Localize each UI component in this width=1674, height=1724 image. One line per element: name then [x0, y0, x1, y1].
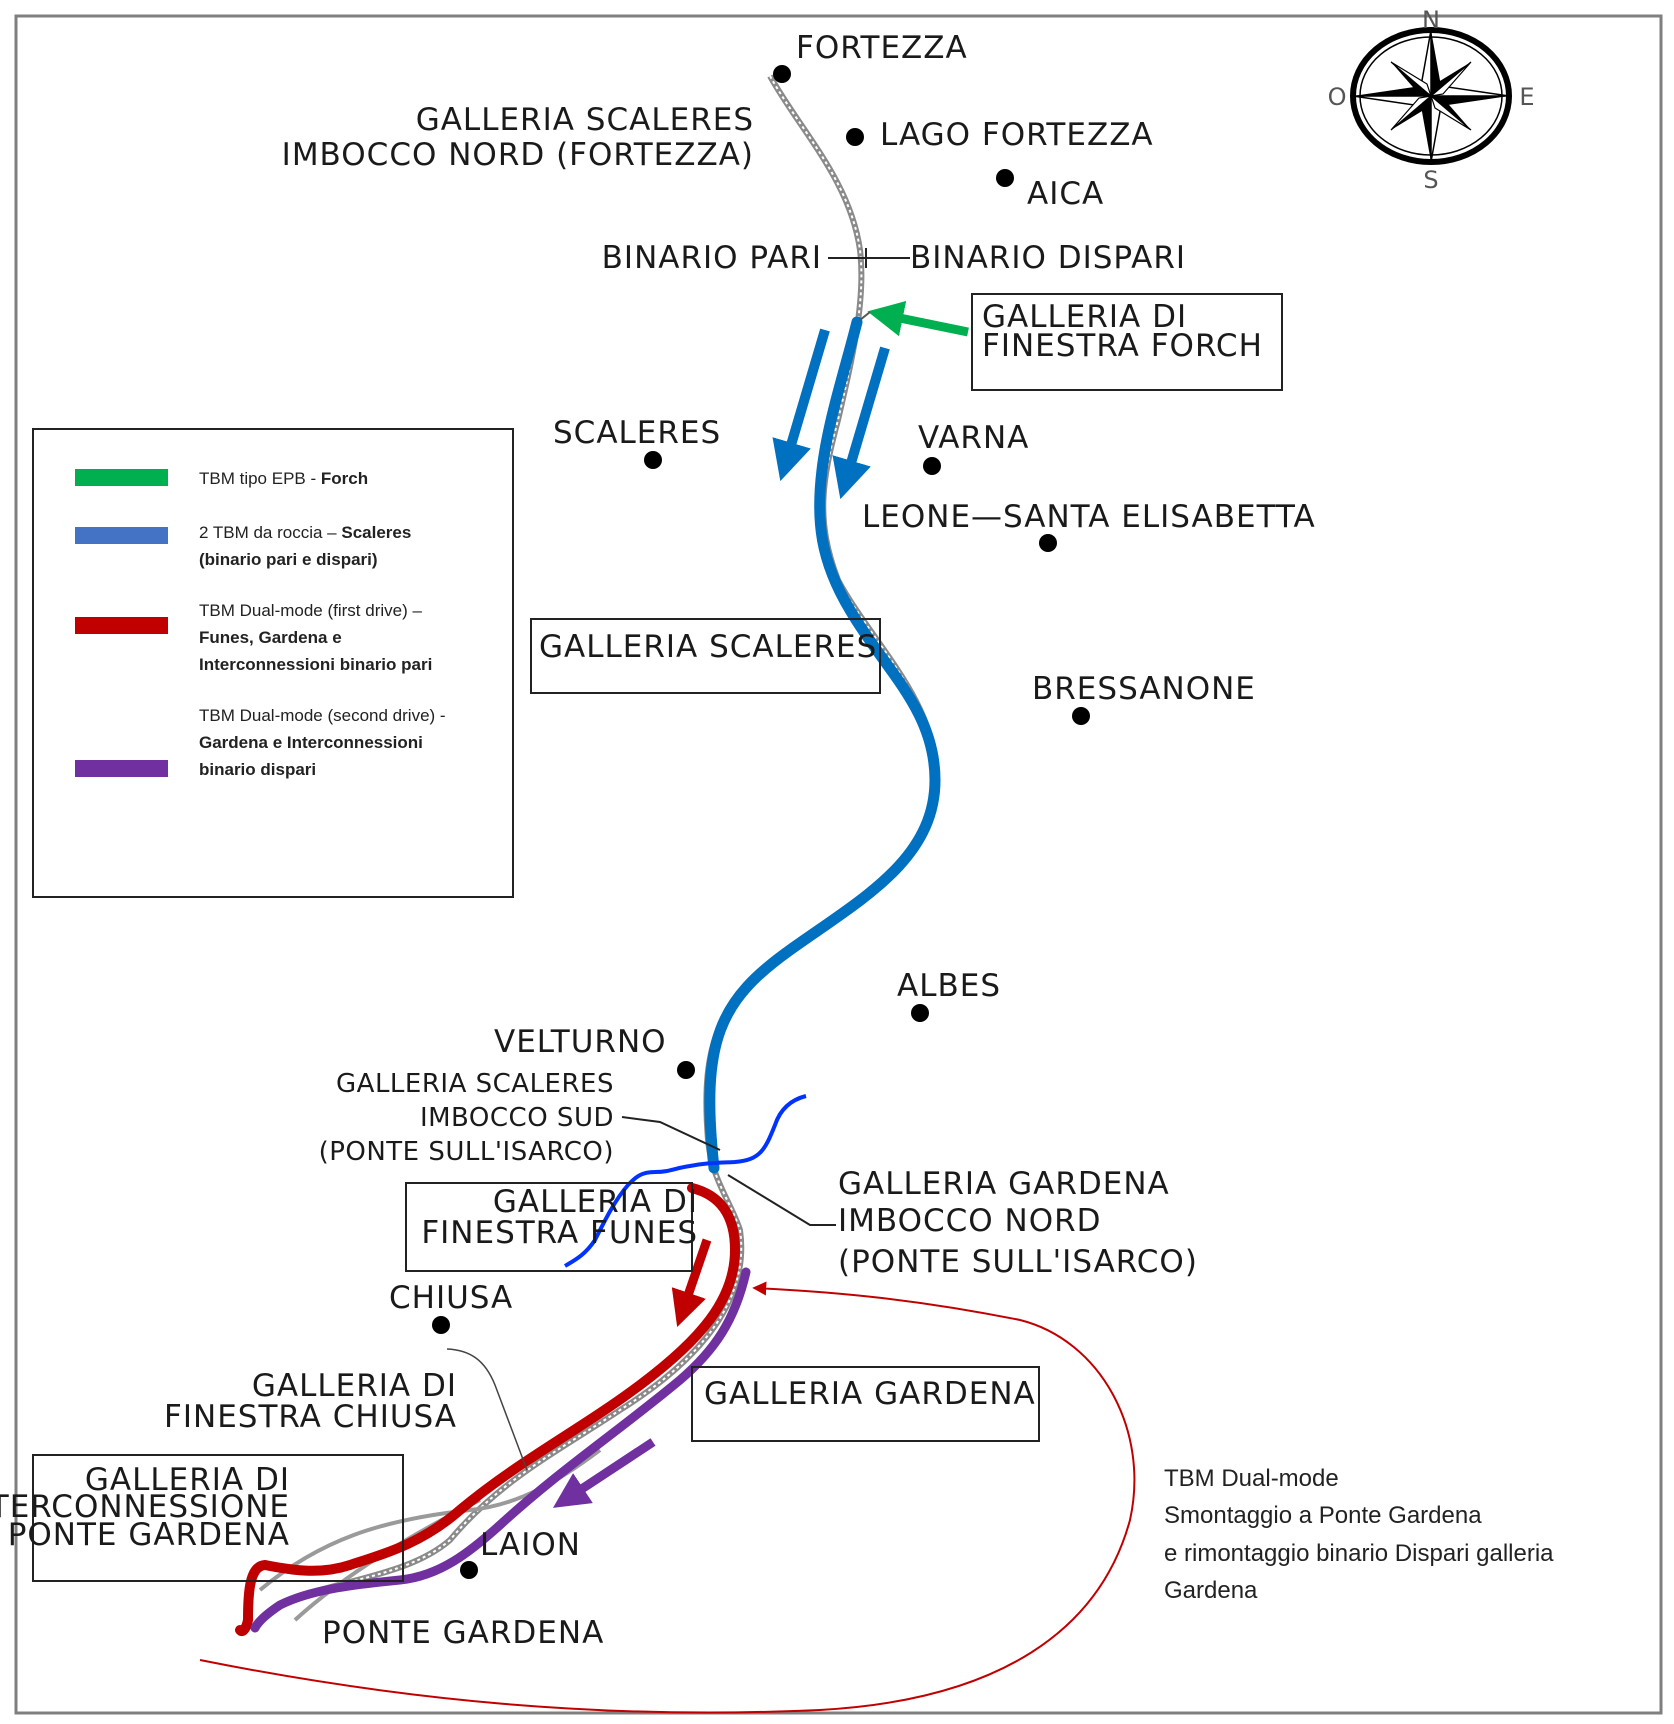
- relocation-note: TBM Dual-mode Smontaggio a Ponte Gardena…: [1164, 1465, 1554, 1604]
- tbm-forch-arrow: [867, 300, 969, 337]
- svg-text:GALLERIA DI: GALLERIA DI: [493, 1184, 698, 1220]
- legend-swatch-blue: [75, 527, 168, 544]
- label-binario-pari: BINARIO PARI: [602, 240, 822, 276]
- place-ponte-gardena: PONTE GARDENA: [322, 1615, 604, 1651]
- svg-text:INTERCONNESSIONE: INTERCONNESSIONE: [0, 1489, 290, 1525]
- tbm-scaleres-drive: [704, 316, 941, 1174]
- map-frame: [14, 14, 1663, 1715]
- svg-text:AICA: AICA: [1027, 176, 1104, 212]
- box-galleria-interconnessione: GALLERIA DI INTERCONNESSIONE DI PONTE GA…: [0, 1454, 404, 1582]
- tbm-dual-second-arrow: [552, 1438, 656, 1508]
- svg-text:Smontaggio a Ponte Gardena: Smontaggio a Ponte Gardena: [1164, 1502, 1482, 1529]
- svg-text:GALLERIA GARDENA: GALLERIA GARDENA: [704, 1376, 1036, 1412]
- svg-text:TBM Dual-mode (first drive) –: TBM Dual-mode (first drive) –: [199, 601, 422, 620]
- label-imbocco-sud: GALLERIA SCALERES IMBOCCO SUD (PONTE SUL…: [319, 1069, 614, 1167]
- place-laion: LAION: [460, 1527, 581, 1579]
- place-varna: VARNA: [918, 420, 1029, 475]
- tbm-scaleres-arrow-right: [832, 346, 890, 500]
- compass-north: N: [1422, 6, 1440, 34]
- svg-text:IMBOCCO NORD (FORTEZZA): IMBOCCO NORD (FORTEZZA): [282, 137, 754, 173]
- label-binario-dispari: BINARIO DISPARI: [910, 240, 1186, 276]
- svg-text:GALLERIA GARDENA: GALLERIA GARDENA: [838, 1166, 1170, 1202]
- svg-text:2 TBM da roccia – Scaleres: 2 TBM da roccia – Scaleres: [199, 523, 411, 542]
- svg-text:FINESTRA CHIUSA: FINESTRA CHIUSA: [164, 1399, 457, 1435]
- svg-text:GALLERIA DI: GALLERIA DI: [85, 1462, 290, 1498]
- place-aica: AICA: [996, 169, 1104, 212]
- svg-text:LEONE—SANTA ELISABETTA: LEONE—SANTA ELISABETTA: [862, 499, 1316, 535]
- svg-text:(binario pari e dispari): (binario pari e dispari): [199, 550, 378, 569]
- legend-swatch-purple: [75, 760, 168, 777]
- svg-text:e rimontaggio binario Dispari: e rimontaggio binario Dispari galleria: [1164, 1540, 1554, 1567]
- leader-gardena-nord: [727, 1174, 836, 1226]
- svg-text:GALLERIA SCALERES: GALLERIA SCALERES: [336, 1069, 614, 1099]
- svg-text:LAGO FORTEZZA: LAGO FORTEZZA: [880, 117, 1154, 153]
- label-gardena-imbocco-nord: GALLERIA GARDENA IMBOCCO NORD (PONTE SUL…: [838, 1166, 1198, 1280]
- label-imbocco-nord-fortezza: GALLERIA SCALERES IMBOCCO NORD (FORTEZZA…: [282, 102, 754, 173]
- label-finestra-chiusa: GALLERIA DI FINESTRA CHIUSA: [164, 1368, 457, 1435]
- svg-text:SCALERES: SCALERES: [553, 415, 721, 451]
- legend-item-dual-first: TBM Dual-mode (first drive) – Funes, Gar…: [75, 601, 432, 674]
- svg-text:GALLERIA DI: GALLERIA DI: [982, 299, 1187, 335]
- svg-text:PONTE GARDENA: PONTE GARDENA: [322, 1615, 604, 1651]
- legend: TBM tipo EPB - Forch 2 TBM da roccia – S…: [32, 428, 514, 898]
- place-lago-fortezza: LAGO FORTEZZA: [846, 117, 1154, 153]
- leader-finestra-chiusa: [446, 1348, 528, 1471]
- legend-swatch-green: [75, 469, 168, 486]
- svg-text:FINESTRA FORCH: FINESTRA FORCH: [982, 328, 1263, 364]
- place-bressanone: BRESSANONE: [1032, 671, 1256, 725]
- svg-text:(PONTE SULL'ISARCO): (PONTE SULL'ISARCO): [838, 1244, 1198, 1280]
- place-albes: ALBES: [897, 968, 1001, 1022]
- box-galleria-gardena: GALLERIA GARDENA: [691, 1366, 1040, 1442]
- svg-text:IMBOCCO SUD: IMBOCCO SUD: [420, 1103, 614, 1133]
- legend-item-epb-forch: TBM tipo EPB - Forch: [75, 469, 368, 488]
- svg-text:Gardena e Interconnessioni: Gardena e Interconnessioni: [199, 733, 423, 752]
- place-fortezza: FORTEZZA: [773, 30, 968, 83]
- svg-text:DI PONTE GARDENA: DI PONTE GARDENA: [0, 1517, 290, 1553]
- svg-text:VELTURNO: VELTURNO: [494, 1024, 667, 1060]
- river-isarco: [563, 1094, 807, 1268]
- svg-text:LAION: LAION: [480, 1527, 581, 1563]
- legend-item-scaleres: 2 TBM da roccia – Scaleres (binario pari…: [75, 523, 411, 569]
- place-chiusa: CHIUSA: [389, 1280, 513, 1334]
- leader-imbocco-sud: [621, 1116, 721, 1151]
- svg-text:CHIUSA: CHIUSA: [389, 1280, 513, 1316]
- tbm-scaleres-arrow-left: [772, 328, 830, 482]
- svg-text:Funes, Gardena e: Funes, Gardena e: [199, 628, 342, 647]
- svg-text:FINESTRA FUNES: FINESTRA FUNES: [421, 1215, 698, 1251]
- legend-item-dual-second: TBM Dual-mode (second drive) - Gardena e…: [75, 706, 446, 779]
- svg-text:IMBOCCO NORD: IMBOCCO NORD: [838, 1203, 1102, 1239]
- svg-text:Gardena: Gardena: [1164, 1577, 1258, 1604]
- svg-text:TBM tipo EPB - Forch: TBM tipo EPB - Forch: [199, 469, 368, 488]
- compass-rose-icon: N S E O: [1328, 6, 1535, 194]
- svg-text:GALLERIA SCALERES: GALLERIA SCALERES: [416, 102, 754, 138]
- forch-connector: [859, 311, 871, 321]
- place-leone-santa-elisabetta: LEONE—SANTA ELISABETTA: [862, 499, 1316, 552]
- tbm-relocation-loop: [199, 1281, 1136, 1714]
- legend-swatch-red: [75, 617, 168, 634]
- compass-east: E: [1519, 83, 1534, 111]
- place-velturno: VELTURNO: [494, 1024, 695, 1079]
- place-scaleres: SCALERES: [553, 415, 721, 469]
- svg-text:ALBES: ALBES: [897, 968, 1001, 1004]
- svg-text:BRESSANONE: BRESSANONE: [1032, 671, 1256, 707]
- box-galleria-finestra-forch: GALLERIA DI FINESTRA FORCH: [971, 293, 1283, 391]
- box-galleria-finestra-funes: GALLERIA DI FINESTRA FUNES: [405, 1182, 698, 1272]
- tbm-dual-first-arrow: [671, 1238, 712, 1328]
- svg-text:GALLERIA SCALERES: GALLERIA SCALERES: [539, 629, 877, 665]
- svg-text:VARNA: VARNA: [918, 420, 1029, 456]
- svg-text:(PONTE SULL'ISARCO): (PONTE SULL'ISARCO): [319, 1137, 614, 1167]
- svg-text:binario dispari: binario dispari: [199, 760, 316, 779]
- compass-south: S: [1423, 166, 1438, 194]
- svg-text:Interconnessioni binario pari: Interconnessioni binario pari: [199, 655, 432, 674]
- svg-text:FORTEZZA: FORTEZZA: [796, 30, 968, 66]
- compass-west: O: [1328, 83, 1347, 111]
- svg-text:GALLERIA DI: GALLERIA DI: [252, 1368, 457, 1404]
- svg-text:TBM Dual-mode: TBM Dual-mode: [1164, 1465, 1339, 1492]
- box-galleria-scaleres: GALLERIA SCALERES: [530, 618, 881, 694]
- tbm-dual-first-drive: [235, 1183, 741, 1636]
- svg-text:TBM Dual-mode (second drive) -: TBM Dual-mode (second drive) -: [199, 706, 446, 725]
